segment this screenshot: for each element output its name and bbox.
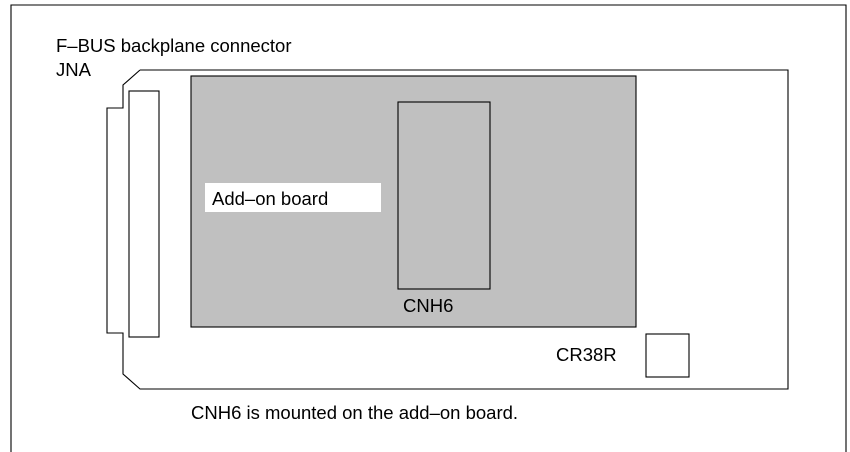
- cnh6-label: CNH6: [403, 295, 453, 316]
- main-board-outline: [106, 69, 789, 390]
- connector-title-label: F–BUS backplane connector: [56, 35, 292, 56]
- cnh6-connector: [397, 101, 491, 290]
- jna-connector: [128, 90, 160, 338]
- cr38r-component: [645, 333, 690, 378]
- jna-label: JNA: [56, 59, 92, 80]
- outer-frame: [10, 4, 847, 452]
- cr38r-label: CR38R: [556, 344, 617, 365]
- caption: CNH6 is mounted on the add–on board.: [191, 402, 518, 423]
- addon-board-label: Add–on board: [212, 188, 328, 209]
- addon-board-label-bg: [205, 183, 381, 212]
